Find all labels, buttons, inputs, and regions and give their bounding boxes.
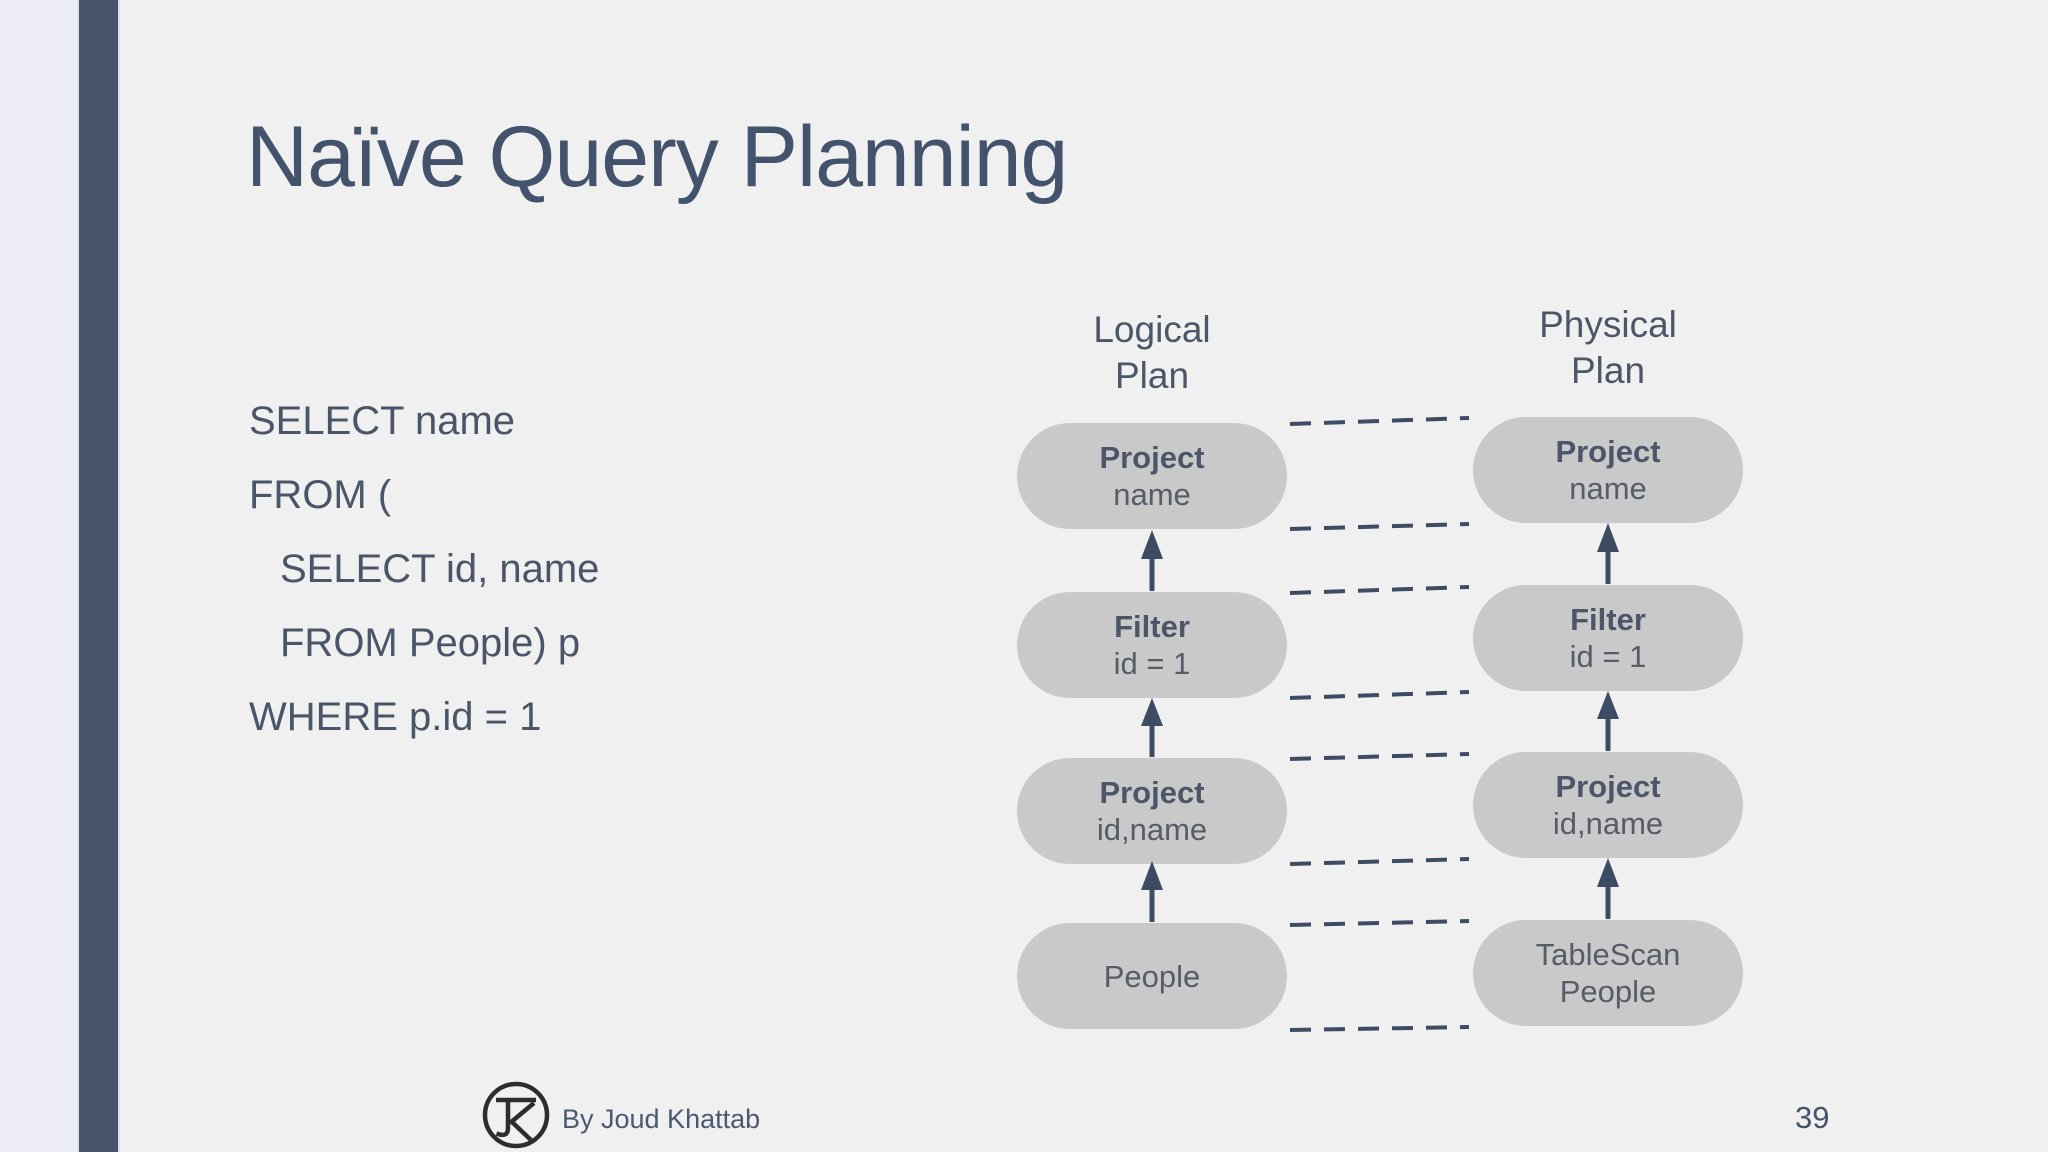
dashed-equivalence-lines [1289, 416, 1470, 1032]
arrow-head-icon [1597, 523, 1619, 552]
arrow-head-icon [1141, 698, 1163, 726]
dashed-line-pair3-top [1289, 752, 1470, 761]
sql-line: SELECT id, name [280, 547, 600, 591]
logical-node-filter: Filter id = 1 [1017, 592, 1287, 698]
node-operator-label: Project [1555, 769, 1661, 804]
page-number: 39 [1795, 1100, 1830, 1135]
sql-line: SELECT name [249, 399, 516, 443]
arrow-head-icon [1597, 858, 1619, 887]
node-operator-label: Project [1099, 440, 1205, 475]
node-argument-label: id = 1 [1569, 639, 1647, 674]
dashed-line-pair4-top [1289, 919, 1470, 927]
sql-line: WHERE p.id = 1 [249, 695, 542, 739]
dashed-line-pair3-bottom [1289, 857, 1470, 866]
jk-logo-icon [482, 1081, 550, 1149]
node-argument-label: name [1113, 477, 1191, 512]
sql-line: FROM People) p [280, 621, 581, 665]
node-argument-label: name [1569, 471, 1647, 506]
page-title: Naïve Query Planning [246, 109, 1068, 205]
arrow-head-icon [1141, 530, 1163, 559]
node-operator-label: Filter [1114, 609, 1190, 644]
dashed-line-pair1-top [1289, 416, 1470, 426]
arrow-head-icon [1141, 861, 1163, 890]
author-byline: By Joud Khattab [562, 1104, 761, 1134]
dashed-line-pair2-top [1289, 585, 1470, 595]
physical-node-project-id-name: Project id,name [1473, 752, 1743, 858]
dashed-line-pair1-bottom [1289, 522, 1470, 531]
sql-query: SELECT name FROM ( SELECT id, name FROM … [249, 384, 599, 754]
node-operator-label: Filter [1570, 602, 1646, 637]
node-operator-label: Project [1099, 775, 1205, 810]
logical-node-people: People [1017, 923, 1287, 1029]
logical-plan-header-line2: Plan [1114, 355, 1190, 396]
node-operator-label: TableScan [1535, 937, 1681, 972]
node-operator-label: Project [1555, 434, 1661, 469]
node-operator-label: People [1103, 958, 1201, 994]
arrow-head-icon [1597, 691, 1619, 719]
logical-node-project-name: Project name [1017, 423, 1287, 529]
physical-plan-header-line2: Plan [1570, 350, 1646, 391]
node-argument-label: id = 1 [1113, 646, 1191, 681]
dashed-line-pair4-bottom [1289, 1025, 1470, 1032]
physical-plan-header-line1: Physical [1539, 304, 1677, 345]
node-argument-label: id,name [1552, 806, 1664, 841]
accent-bar [79, 0, 118, 1152]
logical-plan-header: Logical Plan [992, 307, 1312, 399]
sql-line: FROM ( [249, 473, 392, 517]
dashed-line-pair2-bottom [1289, 690, 1470, 700]
node-argument-label: id,name [1096, 812, 1208, 847]
left-margin-strip [0, 0, 79, 1152]
node-argument-label: People [1559, 974, 1657, 1009]
physical-plan-header: Physical Plan [1448, 302, 1768, 394]
physical-node-filter: Filter id = 1 [1473, 585, 1743, 691]
physical-node-tablescan-people: TableScan People [1473, 920, 1743, 1026]
physical-node-project-name: Project name [1473, 417, 1743, 523]
logical-plan-header-line1: Logical [1093, 309, 1211, 350]
logical-node-project-id-name: Project id,name [1017, 758, 1287, 864]
